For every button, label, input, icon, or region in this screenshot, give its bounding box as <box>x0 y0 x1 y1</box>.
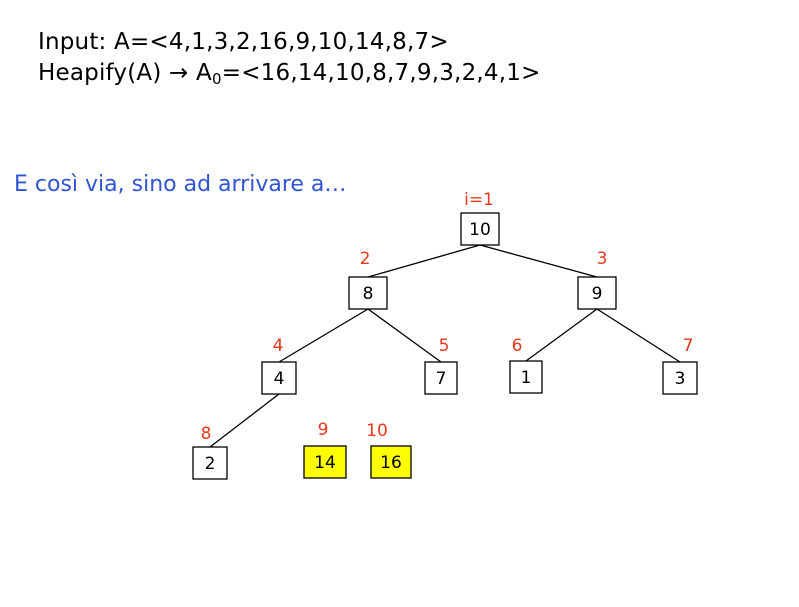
heap-node: 28 <box>192 424 228 480</box>
heap-node: 75 <box>424 336 458 395</box>
heap-node-box <box>261 361 297 395</box>
tree-edge <box>479 244 598 278</box>
tree-edge <box>278 308 369 363</box>
heap-node: 44 <box>261 336 297 395</box>
heap-node: 37 <box>662 336 698 395</box>
heap-node-value: 14 <box>314 453 336 473</box>
tree-edge <box>209 393 280 448</box>
heap-node-box <box>460 212 500 246</box>
heap-node-box <box>577 276 617 310</box>
tree-edge <box>367 244 481 278</box>
tree-edge <box>596 308 681 363</box>
heap-node: 82 <box>348 249 388 310</box>
heap-node-value: 3 <box>675 369 686 389</box>
heap-index-label: 2 <box>360 249 371 269</box>
heap-index-label: 5 <box>439 336 450 356</box>
heap-index-label: 10 <box>366 421 388 441</box>
heap-node-box-highlighted <box>370 445 412 479</box>
heap-node-box <box>424 361 458 395</box>
input-line: Input: A=<4,1,3,2,16,9,10,14,8,7> <box>38 29 449 55</box>
heap-node: 16 <box>509 336 543 394</box>
heap-index-label: 7 <box>683 336 694 356</box>
heapify-line: Heapify(A) → A0=<16,14,10,8,7,9,3,2,4,1> <box>38 60 541 88</box>
heapify-label: Heapify(A) <box>38 60 162 86</box>
heap-node: 10 i=1 <box>460 190 500 246</box>
input-array: A=<4,1,3,2,16,9,10,14,8,7> <box>114 29 449 55</box>
caption-text: E così via, sino ad arrivare a… <box>14 172 347 197</box>
tree-edge <box>525 308 598 362</box>
heap-index-label: 8 <box>201 424 212 444</box>
heap-node-value: 4 <box>274 369 285 389</box>
heap-node-box <box>662 361 698 395</box>
result-array: =<16,14,10,8,7,9,3,2,4,1> <box>221 60 541 86</box>
heap-node-value: 7 <box>436 369 447 389</box>
heap-node-box-highlighted <box>303 445 347 479</box>
heap-node-box <box>348 276 388 310</box>
heap-index-label: 3 <box>597 249 608 269</box>
heap-node-box <box>509 360 543 394</box>
input-label: Input: <box>38 29 107 55</box>
heap-node-value: 9 <box>592 284 603 304</box>
heap-node-value: 2 <box>205 454 216 474</box>
result-symbol: A <box>196 60 212 86</box>
heap-index-label: i=1 <box>464 190 494 210</box>
heap-index-label: 6 <box>512 336 523 356</box>
heap-node: 93 <box>577 249 617 310</box>
result-subscript: 0 <box>211 70 222 88</box>
tree-edge <box>367 308 442 363</box>
heap-node-value: 8 <box>363 284 374 304</box>
arrow-icon: → <box>169 60 189 86</box>
heap-node: 14 9 <box>303 420 347 479</box>
heap-node-value: 10 <box>469 220 491 240</box>
heap-index-label: 4 <box>273 336 284 356</box>
heap-node-value: 16 <box>380 453 402 473</box>
heap-index-label: 9 <box>318 420 329 440</box>
heap-node-box <box>192 446 228 480</box>
heap-node-value: 1 <box>521 368 532 388</box>
